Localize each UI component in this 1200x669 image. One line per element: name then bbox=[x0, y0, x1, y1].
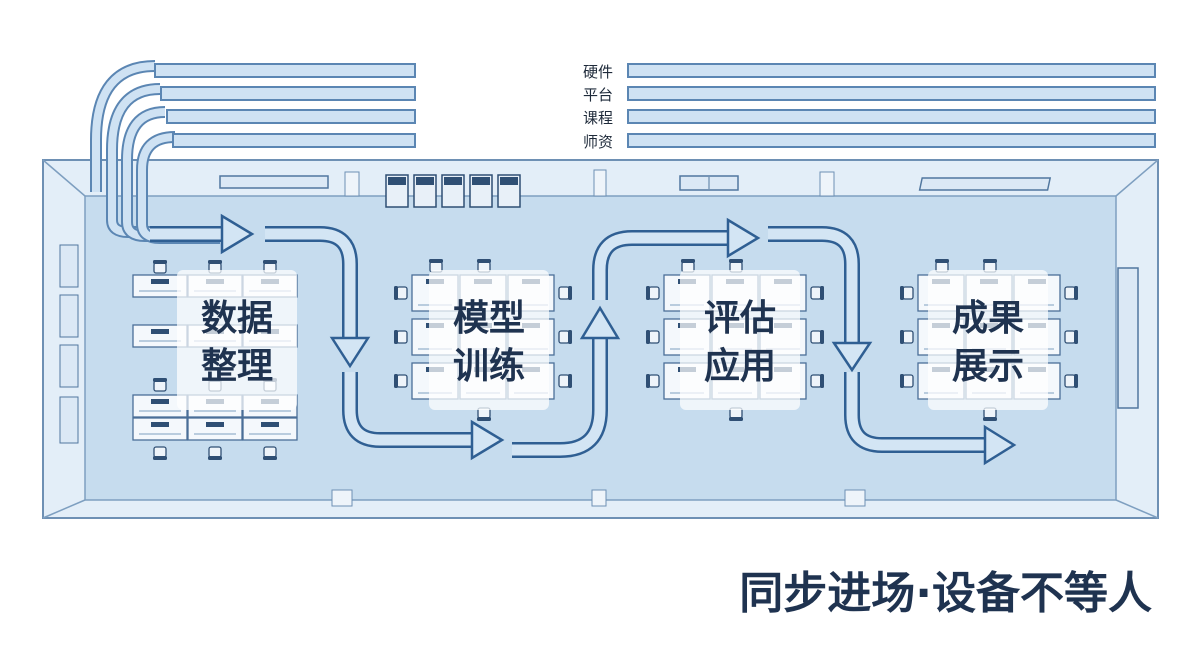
chair bbox=[429, 259, 443, 273]
chair bbox=[729, 259, 743, 273]
stage-card bbox=[429, 270, 549, 410]
lane-label: 平台 bbox=[583, 86, 613, 104]
chair bbox=[558, 286, 572, 300]
wall-panel bbox=[59, 396, 79, 444]
lane-bar-right bbox=[627, 86, 1156, 101]
wall-screen bbox=[918, 177, 1052, 191]
stage-label-line2: 展示 bbox=[952, 346, 1024, 387]
chair bbox=[394, 374, 408, 388]
monitor bbox=[151, 399, 169, 404]
lane-bar-left bbox=[160, 86, 416, 101]
pillar bbox=[819, 171, 835, 197]
lane-bar-left bbox=[166, 109, 416, 124]
chair bbox=[153, 260, 167, 274]
lane-bar-right bbox=[627, 109, 1156, 124]
stage-label-line1: 评估 bbox=[704, 298, 776, 339]
stage-label-line1: 模型 bbox=[453, 298, 525, 339]
chair bbox=[263, 446, 277, 460]
arrow-head bbox=[220, 213, 255, 255]
lane-bar-right bbox=[627, 63, 1156, 78]
pillar bbox=[344, 171, 360, 197]
chair bbox=[153, 446, 167, 460]
chair bbox=[1064, 286, 1078, 300]
whiteboard bbox=[219, 175, 329, 189]
stage-card bbox=[177, 270, 297, 410]
desk bbox=[132, 417, 188, 441]
lane-label-bg bbox=[575, 131, 621, 151]
lane-label-bg bbox=[575, 107, 621, 127]
pillar bbox=[331, 489, 353, 507]
arrow-head bbox=[983, 424, 1017, 466]
chair bbox=[1064, 330, 1078, 344]
stage-card bbox=[680, 270, 800, 410]
chair bbox=[646, 374, 660, 388]
pillar bbox=[593, 169, 607, 197]
desk bbox=[242, 417, 298, 441]
stage-label-line1: 成果 bbox=[952, 298, 1024, 339]
pillar bbox=[591, 489, 607, 507]
wall-panel bbox=[59, 294, 79, 338]
chair bbox=[646, 330, 660, 344]
monitor bbox=[151, 422, 169, 427]
side-screen bbox=[1117, 267, 1139, 409]
chair bbox=[153, 378, 167, 392]
stage-label-line2: 应用 bbox=[704, 346, 776, 387]
lane-label: 课程 bbox=[583, 109, 613, 127]
lane-label: 师资 bbox=[583, 133, 613, 151]
arrow-head bbox=[470, 419, 505, 461]
stage-label-line2: 整理 bbox=[201, 346, 273, 387]
monitor bbox=[206, 422, 224, 427]
chair bbox=[394, 286, 408, 300]
chair bbox=[1064, 374, 1078, 388]
arrow-head bbox=[329, 336, 371, 369]
chair bbox=[558, 374, 572, 388]
arrow-head bbox=[579, 305, 621, 340]
chair bbox=[810, 374, 824, 388]
lane-bar-left bbox=[172, 133, 416, 148]
workflow-arrow bbox=[150, 213, 1017, 466]
stage-label-line1: 数据 bbox=[201, 298, 273, 339]
chair bbox=[394, 330, 408, 344]
lane-bar-right bbox=[627, 133, 1156, 148]
chair bbox=[646, 286, 660, 300]
desk bbox=[187, 417, 243, 441]
monitor bbox=[151, 329, 169, 334]
server-racks bbox=[385, 174, 521, 208]
wall-panel bbox=[59, 344, 79, 388]
chair bbox=[208, 446, 222, 460]
chair bbox=[810, 286, 824, 300]
lane-label: 硬件 bbox=[583, 63, 613, 81]
lane-label-bg bbox=[575, 61, 621, 81]
chair bbox=[983, 407, 997, 421]
lane-bar-left bbox=[154, 63, 416, 78]
stage-label-line2: 训练 bbox=[453, 346, 525, 387]
chair bbox=[900, 374, 914, 388]
slogan: 同步进场·设备不等人 bbox=[739, 568, 1152, 619]
chair bbox=[900, 330, 914, 344]
lane-label-bg bbox=[575, 84, 621, 104]
arrow-head bbox=[726, 217, 761, 259]
monitor bbox=[151, 279, 169, 284]
arrow-head bbox=[831, 341, 873, 373]
chair bbox=[900, 286, 914, 300]
wall-panel bbox=[59, 244, 79, 288]
chair bbox=[558, 330, 572, 344]
stage-card bbox=[928, 270, 1048, 410]
pillar bbox=[844, 489, 866, 507]
chair bbox=[810, 330, 824, 344]
monitor bbox=[261, 422, 279, 427]
